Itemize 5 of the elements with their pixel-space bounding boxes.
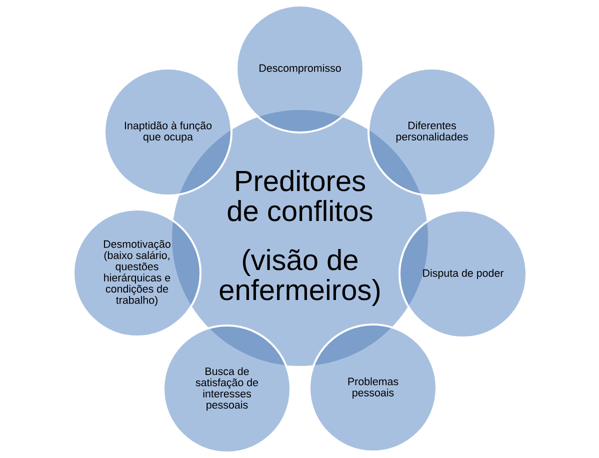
node-label: Problemas pessoais <box>348 377 398 399</box>
node-label: Desmotivação (baixo salário, questões hierárquicas e condições de trabalho) <box>104 240 170 306</box>
node-label: Busca de satisfação de interesses pessoais <box>196 367 258 411</box>
node-label: Descompromisso <box>260 64 341 74</box>
node-label: (visão de enfermeiros) <box>220 248 380 306</box>
